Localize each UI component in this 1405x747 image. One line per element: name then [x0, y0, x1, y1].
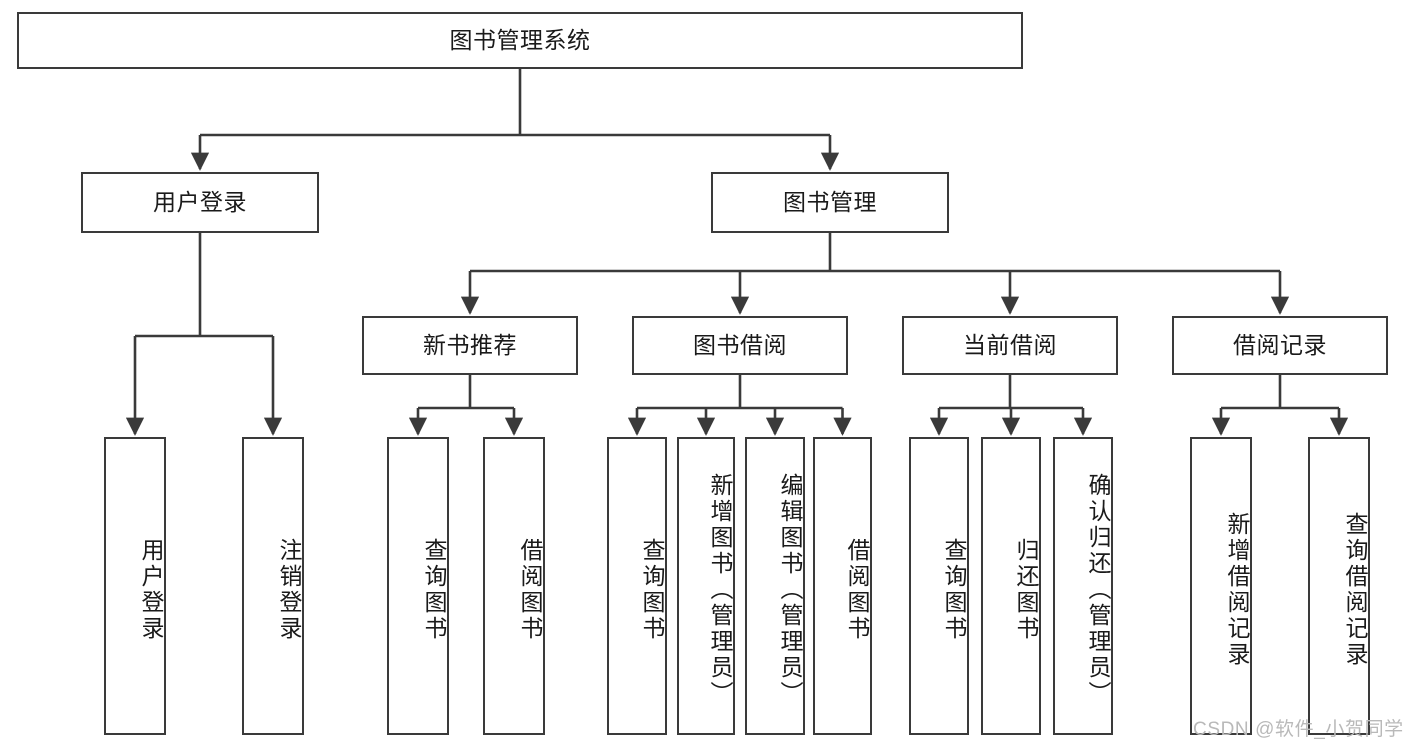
node-leaf-6[interactable]: 编辑图书（管理员） — [745, 437, 805, 735]
node-label: 查询图书 — [639, 538, 665, 642]
node-label: 用户登录 — [153, 188, 247, 215]
node-leaf-2[interactable]: 查询图书 — [387, 437, 449, 735]
node-label: 注销登录 — [276, 538, 302, 642]
node-label: 图书借阅 — [693, 331, 787, 358]
node-label: 用户登录 — [138, 538, 164, 642]
node-label: 图书管理 — [783, 188, 877, 215]
node-label: 确认归还（管理员） — [1085, 473, 1111, 707]
node-leaf-9[interactable]: 归还图书 — [981, 437, 1041, 735]
node-level2-1[interactable]: 图书管理 — [711, 172, 949, 233]
node-leaf-1[interactable]: 注销登录 — [242, 437, 304, 735]
node-leaf-5[interactable]: 新增图书（管理员） — [677, 437, 735, 735]
node-root[interactable]: 图书管理系统 — [17, 12, 1023, 69]
node-label: 当前借阅 — [963, 331, 1057, 358]
node-label: 查询图书 — [941, 538, 967, 642]
node-label: 借阅记录 — [1233, 331, 1327, 358]
node-label: 新增借阅记录 — [1224, 512, 1250, 668]
node-level3-2[interactable]: 当前借阅 — [902, 316, 1118, 375]
node-level2-0[interactable]: 用户登录 — [81, 172, 319, 233]
node-leaf-4[interactable]: 查询图书 — [607, 437, 667, 735]
node-label: 借阅图书 — [844, 538, 870, 642]
node-label: 图书管理系统 — [449, 26, 591, 53]
node-label: 编辑图书（管理员） — [777, 473, 803, 707]
node-leaf-10[interactable]: 确认归还（管理员） — [1053, 437, 1113, 735]
node-level3-1[interactable]: 图书借阅 — [632, 316, 848, 375]
csdn-watermark: CSDN @软件_小贺同学 — [1193, 719, 1404, 740]
node-leaf-0[interactable]: 用户登录 — [104, 437, 166, 735]
node-label: 新增图书（管理员） — [707, 473, 733, 707]
node-label: 新书推荐 — [423, 331, 517, 358]
node-level3-3[interactable]: 借阅记录 — [1172, 316, 1388, 375]
node-leaf-12[interactable]: 查询借阅记录 — [1308, 437, 1370, 735]
node-label: 借阅图书 — [517, 538, 543, 642]
node-label: 查询借阅记录 — [1342, 512, 1368, 668]
node-label: 查询图书 — [421, 538, 447, 642]
node-leaf-7[interactable]: 借阅图书 — [813, 437, 872, 735]
node-leaf-11[interactable]: 新增借阅记录 — [1190, 437, 1252, 735]
node-label: 归还图书 — [1013, 538, 1039, 642]
node-level3-0[interactable]: 新书推荐 — [362, 316, 578, 375]
node-leaf-3[interactable]: 借阅图书 — [483, 437, 545, 735]
node-leaf-8[interactable]: 查询图书 — [909, 437, 969, 735]
